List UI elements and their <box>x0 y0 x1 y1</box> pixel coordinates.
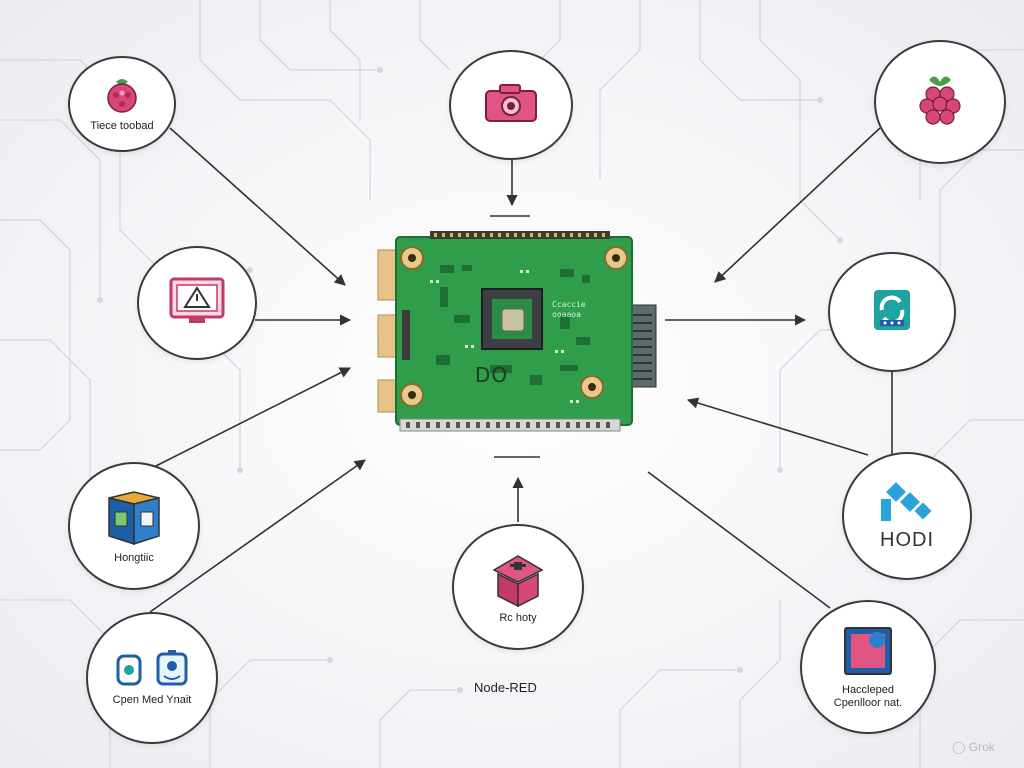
camera-icon <box>485 84 537 122</box>
line-bottom-right <box>647 471 831 609</box>
board-silkscreen-label: DO <box>475 363 509 387</box>
chip-silkscreen-text: Ccaccie ooaaoa <box>552 300 586 319</box>
node-top-left[interactable]: Tiece toobad <box>68 56 176 152</box>
node-left-lower[interactable]: Hongtiic <box>68 462 200 590</box>
node-bottom-center[interactable]: Rc hoty <box>452 524 584 650</box>
node-right-lower[interactable]: HODI <box>842 452 972 580</box>
node-left-mid[interactable] <box>137 246 257 360</box>
node-bottom-right-label: Haccleped Cpenlloor nat. <box>833 684 903 709</box>
node-left-lower-label: Hongtiic <box>114 551 154 564</box>
node-bottom-right[interactable]: Haccleped Cpenlloor nat. <box>800 600 936 734</box>
node-bottom-center-label: Rc hoty <box>499 611 537 624</box>
raspberry-icon <box>919 76 961 125</box>
node-top-center[interactable] <box>449 50 573 160</box>
raspberry-icon <box>107 78 137 113</box>
watermark-logo-icon: ◯ <box>952 740 966 754</box>
arrow-left-lower <box>147 367 351 471</box>
watermark-text: Grok <box>968 740 995 754</box>
grok-watermark: ◯ Grok <box>952 740 995 754</box>
node-right-mid[interactable] <box>828 252 956 372</box>
robot-face-icon <box>116 649 188 685</box>
node-top-left-label: Tiece toobad <box>90 119 154 132</box>
monitor-warning-icon <box>169 277 225 323</box>
node-top-right[interactable] <box>874 40 1006 164</box>
node-right-lower-label: HODI <box>880 529 934 551</box>
display-panel-icon <box>844 627 892 675</box>
cloud-sync-icon <box>874 290 910 330</box>
arrow-bottom-left <box>149 459 366 613</box>
board-illustration <box>377 231 657 432</box>
node-red-caption: Node-RED <box>474 680 537 695</box>
arrow-top-right <box>714 127 881 283</box>
book-box-icon <box>108 490 160 545</box>
node-bottom-left[interactable]: Cpen Med Ynait <box>86 612 218 744</box>
arrow-top-left <box>169 127 346 286</box>
arrow-right-lower <box>686 397 869 456</box>
home-cube-icon <box>492 554 544 607</box>
kodi-icon <box>881 482 932 521</box>
single-board-computer <box>370 225 670 440</box>
node-bottom-left-label: Cpen Med Ynait <box>112 693 192 706</box>
